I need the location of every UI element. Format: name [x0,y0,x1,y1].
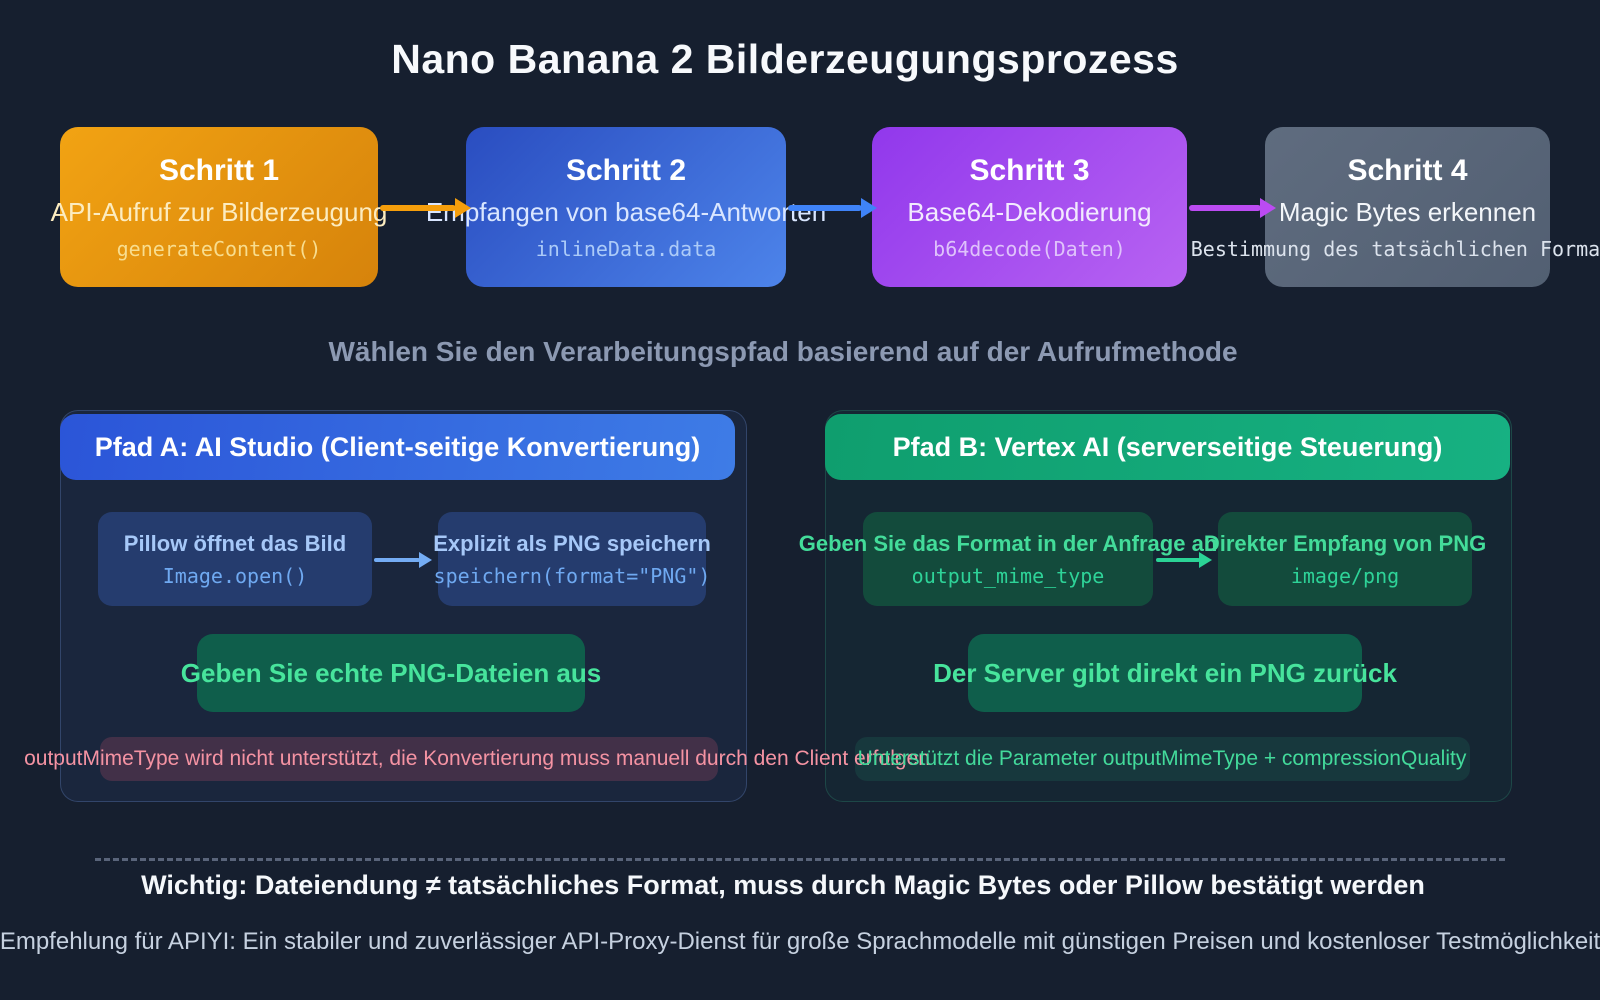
path-b-node-1-title: Geben Sie das Format in der Anfrage an [798,530,1218,556]
path-b-note-pill [855,737,1470,781]
step-card-4: Schritt 4 Magic Bytes erkennen Bestimmun… [1191,127,1600,287]
arrow-right-icon [788,205,862,211]
path-a-node-2-title: Explizit als PNG speichern [433,530,711,556]
step-4-code: Bestimmung des tatsächlichen Formats [1190,236,1600,261]
step-card-1: Schritt 1 API-Aufruf zur Bilderzeugung g… [51,127,387,287]
path-b-node-2-title: Direkter Empfang von PNG [1203,530,1487,556]
step-2-description: Empfangen von base64-Antworten [425,196,827,227]
step-4-label: Schritt 4 [1347,153,1468,187]
arrow-right-icon [1156,558,1200,562]
path-a-header-label: Pfad A: AI Studio (Client-seitige Konver… [94,431,701,462]
step-3-description: Base64-Dekodierung [907,196,1152,227]
path-b-node-1: Geben Sie das Format in der Anfrage an o… [799,512,1217,606]
path-b-node-2-code: image/png [1290,563,1400,588]
path-a-node-1-title: Pillow öffnet das Bild [123,530,347,556]
step-1-description: API-Aufruf zur Bilderzeugung [50,196,388,227]
path-b-note-label: Unterstützt die Parameter outputMimeType… [857,747,1467,770]
path-b-node-2: Direkter Empfang von PNG image/png [1204,512,1486,606]
step-card-3: Schritt 3 Base64-Dekodierung b64decode(D… [872,127,1187,287]
important-note: Wichtig: Dateiendung ≠ tatsächliches For… [141,870,1425,900]
dashed-divider [95,858,1505,861]
path-a-result-label: Geben Sie echte PNG-Dateien aus [180,657,602,688]
path-b-result-pill: Der Server gibt direkt ein PNG zurück [933,634,1397,712]
arrow-right-icon [380,205,456,211]
path-a-node-2-code: speichern(format="PNG") [433,563,711,588]
step-1-label: Schritt 1 [158,153,280,187]
path-a-warning-pill [100,737,718,781]
path-b-node-1-code: output_mime_type [911,563,1105,588]
step-card-2: Schritt 2 Empfangen von base64-Antworten… [426,127,826,287]
section-subtitle: Wählen Sie den Verarbeitungspfad basiere… [328,336,1238,367]
path-b-header: Pfad B: Vertex AI (serverseitige Steueru… [825,414,1510,480]
path-b-header-label: Pfad B: Vertex AI (serverseitige Steueru… [892,431,1443,462]
arrow-right-icon [1189,205,1261,211]
promo-note: Empfehlung für APIYI: Ein stabiler und z… [0,928,1600,955]
step-3-label: Schritt 3 [969,153,1090,187]
path-a-warning-label: outputMimeType wird nicht unterstützt, d… [24,747,930,770]
step-2-label: Schritt 2 [565,153,687,187]
path-a-node-2: Explizit als PNG speichern speichern(for… [433,512,711,606]
step-1-code: generateContent() [116,236,322,261]
step-2-code: inlineData.data [535,236,717,261]
step-3-code: b64decode(Daten) [933,236,1126,261]
arrow-right-icon [374,558,420,562]
path-a-header: Pfad A: AI Studio (Client-seitige Konver… [60,414,735,480]
step-4-description: Magic Bytes erkennen [1278,196,1537,227]
path-a-node-1-code: Image.open() [162,563,308,588]
path-a-node-1: Pillow öffnet das Bild Image.open() [98,512,372,606]
page-title: Nano Banana 2 Bilderzeugungsprozess [391,36,1179,82]
path-a-result-pill: Geben Sie echte PNG-Dateien aus [181,634,601,712]
path-b-result-label: Der Server gibt direkt ein PNG zurück [933,657,1397,688]
